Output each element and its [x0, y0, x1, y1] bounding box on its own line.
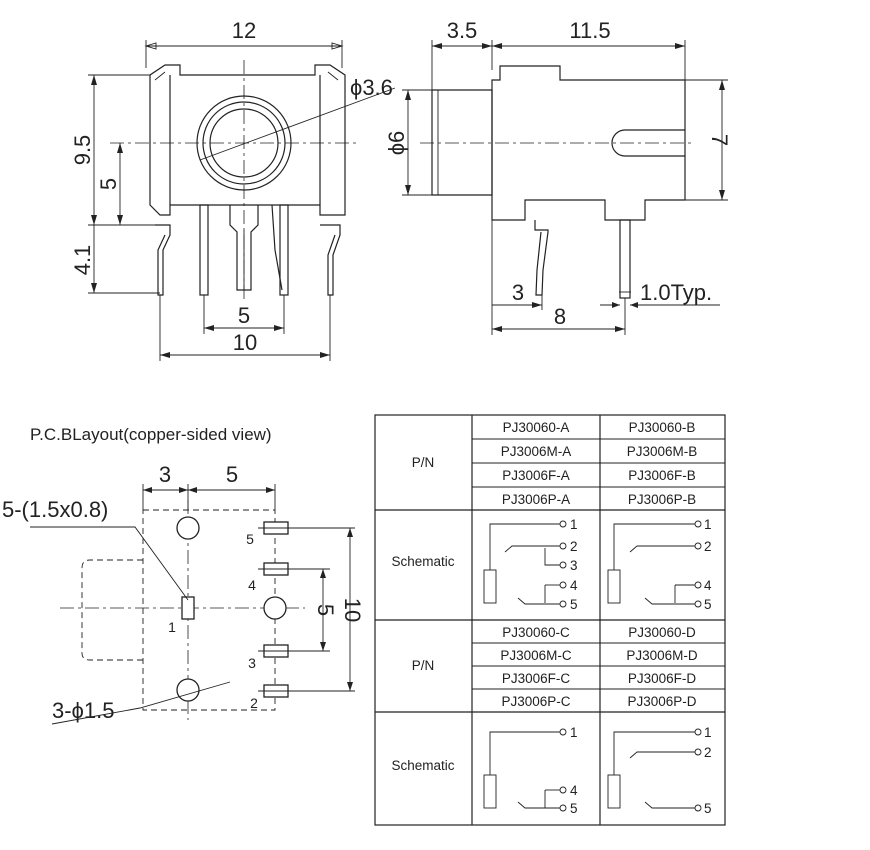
pn-label-2: P/N — [412, 658, 435, 673]
schem-pin: 1 — [704, 517, 712, 532]
pn-cell: PJ3006M-D — [626, 648, 698, 663]
pcb-pin-4: 4 — [248, 577, 256, 593]
side-height-label: 7 — [707, 134, 732, 146]
front-width-label: 12 — [232, 18, 256, 43]
schem-pin: 2 — [704, 745, 712, 760]
schematic-label-2: Schematic — [391, 758, 454, 773]
side-pin-width-label: 1.0Typ. — [640, 280, 712, 305]
pcb-outer-dim: 10 — [340, 598, 365, 622]
front-inner-pitch-label: 5 — [238, 303, 250, 328]
pcb-title: P.C.BLayout(copper-sided view) — [30, 425, 272, 444]
pn-cell: PJ3006M-A — [501, 444, 572, 459]
front-view: 12 ϕ3.6 9.5 5 4.1 — [70, 18, 396, 361]
schematic-a: 1 2 3 4 5 — [483, 517, 578, 612]
pcb-hole-label: 3-ϕ1.5 — [52, 698, 114, 723]
pn-cell: PJ3006F-B — [628, 468, 696, 483]
pcb-pin-3: 3 — [248, 655, 256, 671]
pn-cell: PJ3006M-B — [627, 444, 698, 459]
schematic-d: 1 2 5 — [607, 725, 712, 816]
pcb-pin-5: 5 — [246, 531, 254, 547]
pn-cell: PJ3006P-B — [628, 492, 696, 507]
side-pin-offset-label: 3 — [512, 280, 524, 305]
pcb-pin-1: 1 — [168, 619, 176, 635]
front-hole-label: ϕ3.6 — [350, 75, 393, 100]
pn-cell: PJ3006F-A — [502, 468, 570, 483]
schem-pin: 5 — [570, 801, 578, 816]
front-center-label: 5 — [96, 178, 121, 190]
schem-pin: 5 — [704, 801, 712, 816]
pcb-top-dim-b: 5 — [226, 462, 238, 487]
pn-cell: PJ3006P-A — [502, 492, 570, 507]
pcb-inner-dim: 5 — [313, 604, 338, 616]
schem-pin: 1 — [570, 725, 578, 740]
side-front-depth-label: 3.5 — [447, 18, 478, 43]
schem-pin: 2 — [704, 539, 712, 554]
side-view: 3.5 11.5 ϕ6 7 3 — [384, 18, 732, 335]
part-number-table: P/N Schematic P/N Schematic PJ30060-A PJ… — [374, 414, 726, 826]
side-diameter-label: ϕ6 — [384, 131, 409, 156]
schem-pin: 3 — [570, 558, 578, 573]
front-outer-pitch-label: 10 — [233, 330, 257, 355]
pcb-slot-label: 5-(1.5x0.8) — [2, 497, 108, 522]
schem-pin: 2 — [570, 539, 578, 554]
schem-pin: 4 — [570, 578, 578, 593]
pn-cell: PJ30060-D — [628, 625, 696, 640]
schem-pin: 4 — [704, 578, 712, 593]
side-body-depth-label: 11.5 — [569, 18, 610, 43]
side-pin-pitch-label: 8 — [554, 304, 566, 329]
schematic-b: 1 2 4 5 — [607, 517, 712, 612]
pn-cell: PJ3006F-D — [628, 671, 697, 686]
pcb-top-dim-a: 3 — [159, 462, 171, 487]
front-height-label: 9.5 — [70, 135, 95, 166]
pn-cell: PJ3006F-C — [502, 671, 571, 686]
schem-pin: 5 — [570, 597, 578, 612]
pn-cell: PJ30060-C — [502, 625, 570, 640]
pn-label-1: P/N — [412, 455, 435, 470]
front-pin-length-label: 4.1 — [70, 245, 95, 276]
pcb-layout: P.C.BLayout(copper-sided view) 3 5 5 4 1 — [2, 425, 365, 725]
pn-cell: PJ30060-A — [503, 420, 570, 435]
pn-cell: PJ3006P-C — [501, 694, 570, 709]
schem-pin: 5 — [704, 597, 712, 612]
pn-cell: PJ3006P-D — [627, 694, 696, 709]
schem-pin: 1 — [704, 725, 712, 740]
schem-pin: 4 — [570, 783, 578, 798]
pn-cell: PJ3006M-C — [500, 648, 572, 663]
pcb-pin-2: 2 — [250, 695, 258, 711]
schematic-c: 1 4 5 — [483, 725, 578, 816]
schem-pin: 1 — [570, 517, 578, 532]
schematic-label-1: Schematic — [391, 554, 454, 569]
pn-cell: PJ30060-B — [629, 420, 696, 435]
